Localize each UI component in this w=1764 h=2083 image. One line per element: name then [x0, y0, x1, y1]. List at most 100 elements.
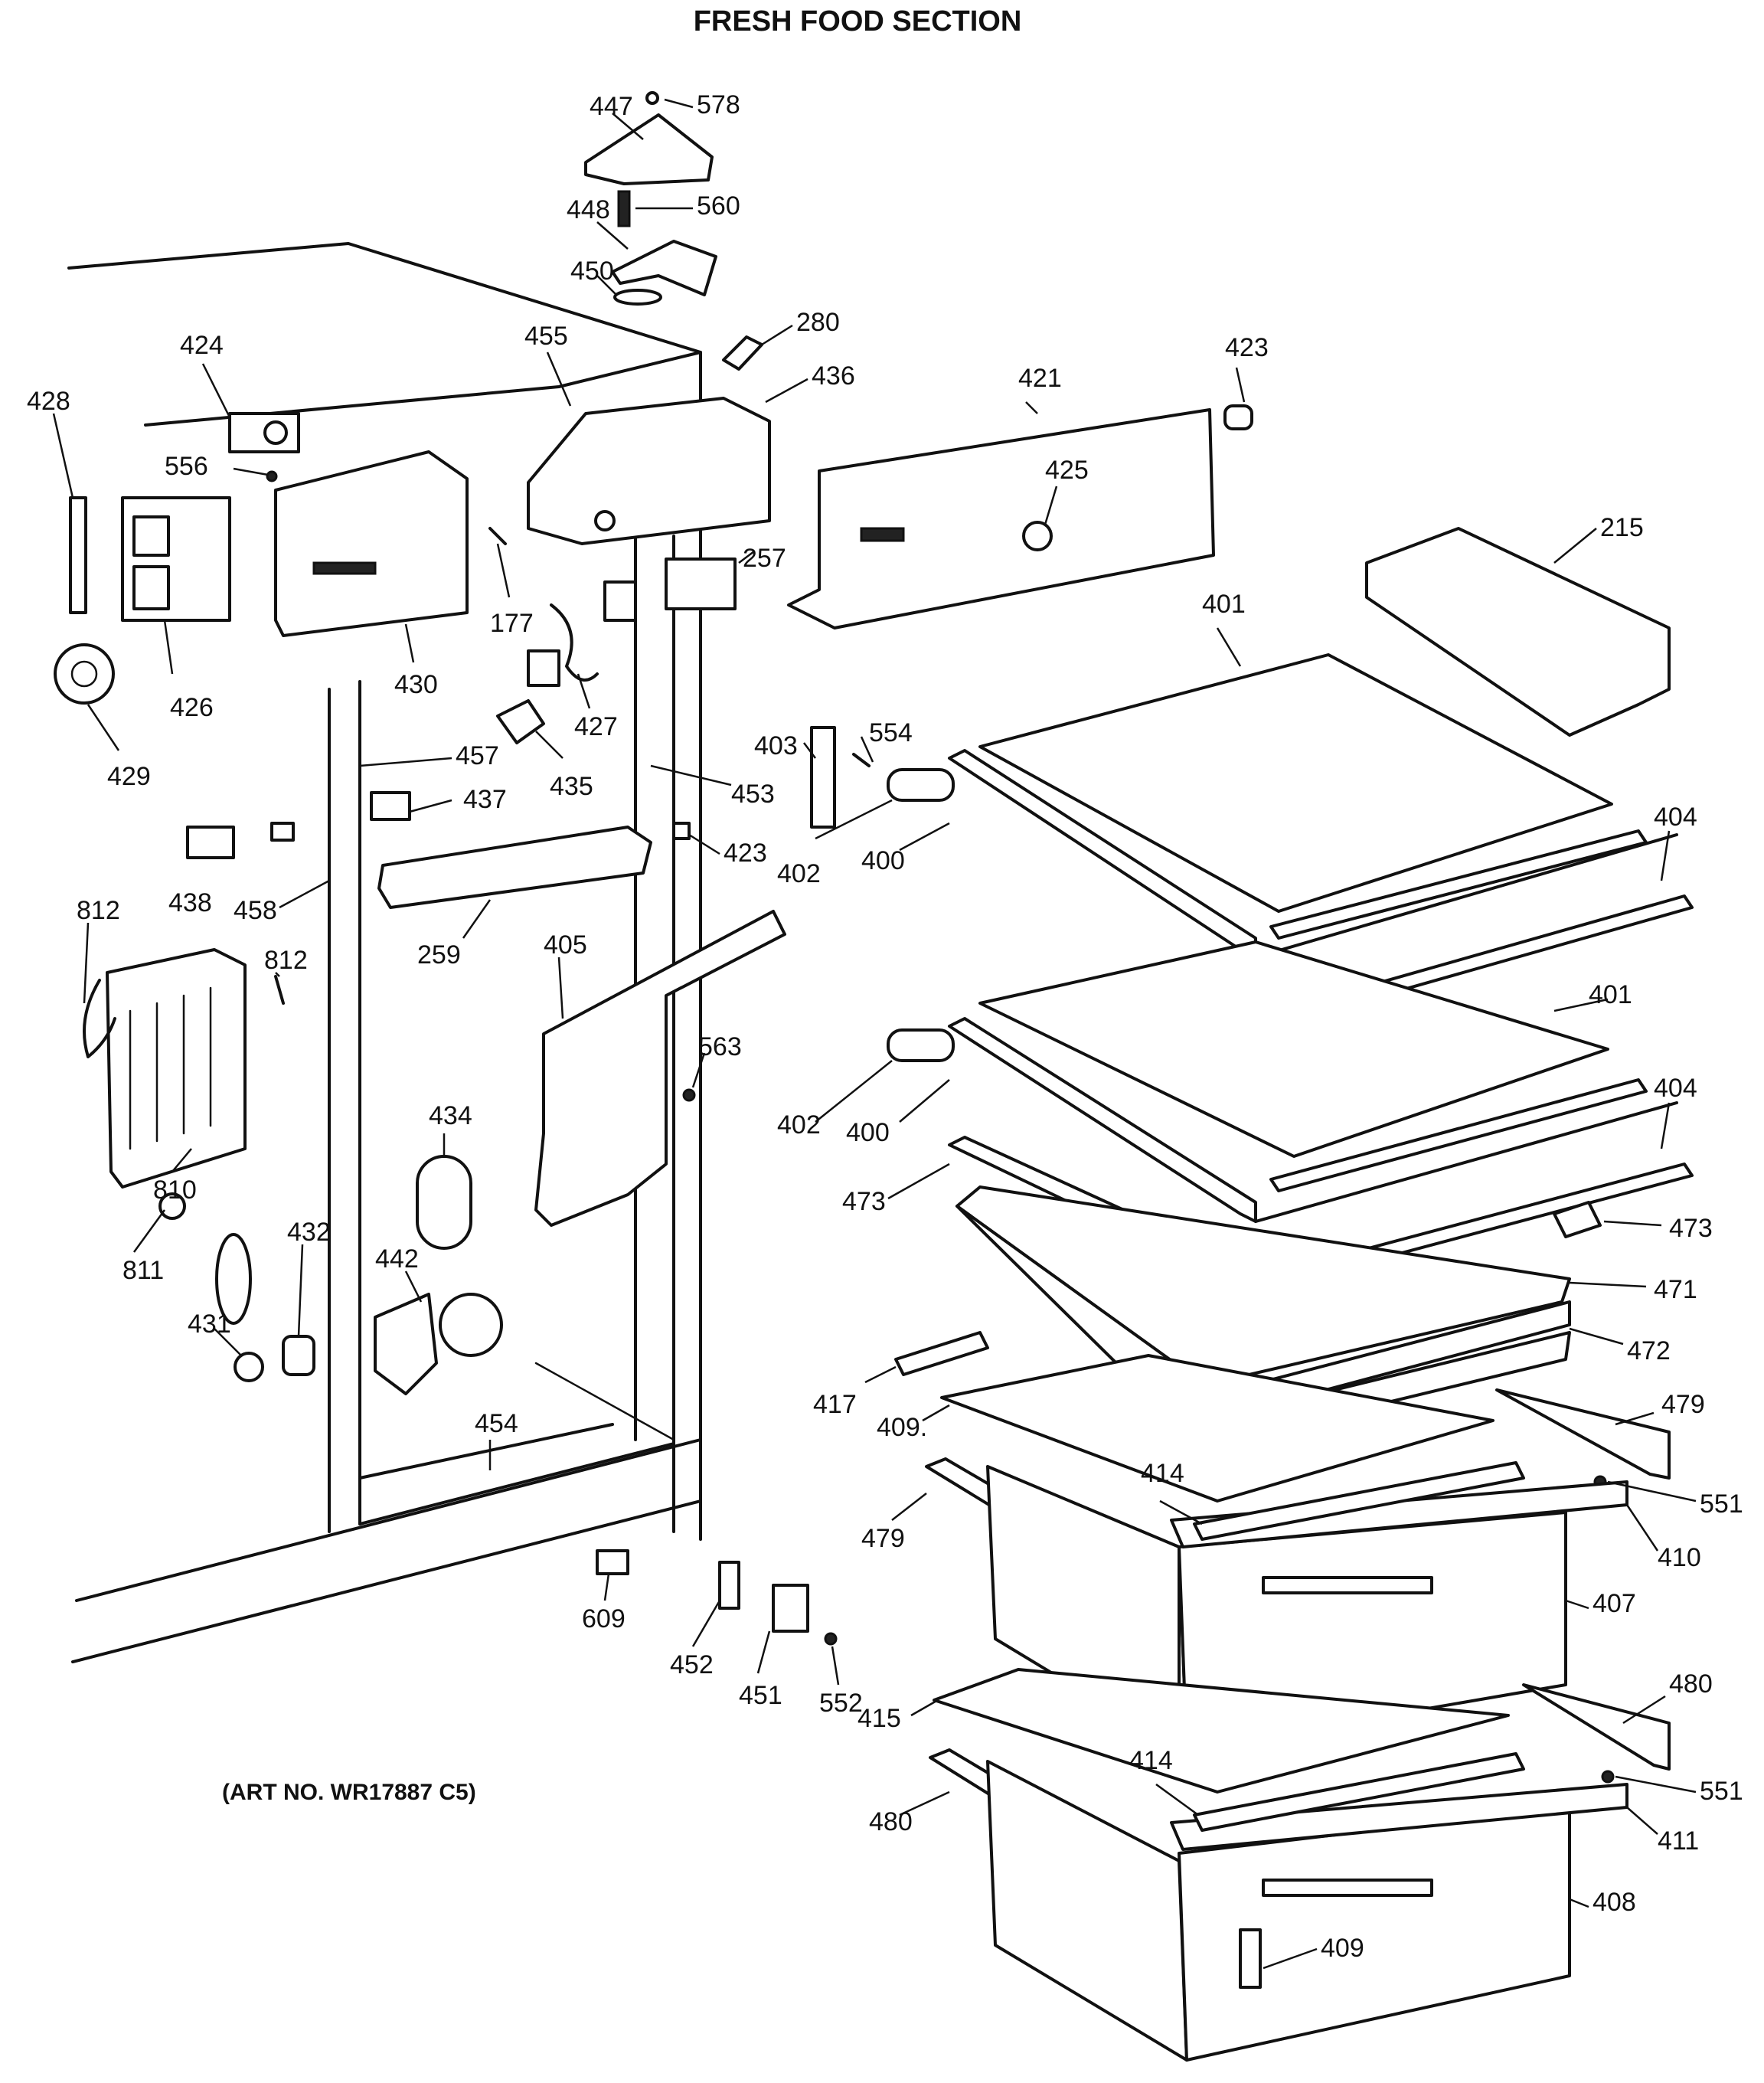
shelf-frame-400-lower: [948, 1017, 1678, 1223]
drawer-408: [986, 1760, 1571, 2062]
screw-812b: [274, 975, 285, 1005]
callout-436: 436: [812, 361, 855, 391]
callout-428: 428: [27, 387, 70, 416]
callout-473-left: 473: [842, 1187, 886, 1216]
callout-578: 578: [697, 90, 740, 119]
callout-473-right: 473: [1669, 1214, 1713, 1243]
callout-404-upper: 404: [1654, 803, 1697, 832]
hinge-448: [611, 240, 717, 296]
rail-403: [810, 726, 836, 829]
callout-405: 405: [544, 930, 587, 960]
callout-429: 429: [107, 762, 151, 791]
callout-401-upper: 401: [1202, 590, 1246, 619]
callout-415: 415: [858, 1704, 901, 1733]
callout-448: 448: [567, 195, 610, 224]
drawer-rail-479-right: [1495, 1388, 1671, 1480]
screw-554: [852, 753, 871, 767]
handle-408: [1262, 1879, 1433, 1897]
callout-423: 423: [1225, 333, 1269, 362]
callout-430: 430: [394, 670, 438, 699]
rail-417: [894, 1331, 989, 1376]
callout-435: 435: [550, 772, 593, 801]
button-438: [186, 826, 235, 859]
callout-402-upper: 402: [777, 859, 821, 888]
support-402-upper: [887, 768, 955, 802]
rail-414-lower: [1193, 1752, 1525, 1832]
callout-556: 556: [165, 452, 208, 481]
callout-479-right: 479: [1661, 1390, 1705, 1419]
art-number: (ART NO. WR17887 C5): [222, 1780, 476, 1805]
callout-417: 417: [813, 1390, 857, 1419]
callout-259: 259: [417, 940, 461, 970]
switch-437: [370, 791, 411, 821]
leader-lines: [52, 98, 1697, 1970]
divider-415: [933, 1668, 1510, 1794]
screw-551-lower: [1601, 1770, 1615, 1784]
knob-429: [54, 643, 115, 705]
screw-563: [682, 1088, 696, 1102]
thermostat-424: [228, 412, 300, 453]
callout-408: 408: [1592, 1888, 1636, 1917]
callout-432: 432: [287, 1218, 331, 1247]
callout-427: 427: [574, 712, 618, 741]
shim-450: [613, 289, 662, 306]
callout-414-lower: 414: [1129, 1746, 1173, 1775]
callout-810: 810: [153, 1176, 197, 1205]
callout-479-left: 479: [861, 1524, 905, 1553]
callout-552: 552: [819, 1689, 863, 1718]
damper-426: [121, 496, 231, 622]
damper-control-442: [374, 1293, 503, 1395]
callout-177: 177: [490, 609, 534, 638]
part-280: [722, 335, 763, 371]
callout-423-inner: 423: [724, 839, 767, 868]
callout-447: 447: [590, 92, 633, 121]
callout-401-lower: 401: [1589, 980, 1632, 1009]
light-cover-421: [787, 408, 1215, 629]
callout-421: 421: [1018, 364, 1062, 393]
trim-259: [377, 826, 652, 909]
vent-431: [215, 1233, 252, 1325]
callout-812b: 812: [264, 946, 308, 975]
callout-437: 437: [463, 785, 507, 814]
callout-812a: 812: [77, 896, 120, 925]
callout-457: 457: [456, 741, 499, 770]
callout-400-upper: 400: [861, 846, 905, 875]
bracket-473b: [1553, 1201, 1602, 1238]
clip-458: [270, 822, 295, 842]
fastener-811: [158, 1192, 186, 1220]
handle-407: [1262, 1576, 1433, 1594]
support-402-lower: [887, 1028, 955, 1062]
bushing-432: [282, 1335, 315, 1376]
callout-labels: 447 578 560 448 450 280 436 455 424 556 …: [27, 90, 1743, 1963]
callout-480-right: 480: [1669, 1669, 1713, 1699]
callout-434: 434: [429, 1101, 472, 1130]
screw-552: [824, 1632, 838, 1646]
bracket-452: [718, 1561, 740, 1610]
light-socket-435: [496, 699, 545, 744]
rail-414-upper: [1193, 1461, 1525, 1541]
callout-426: 426: [170, 693, 214, 722]
glass-shelf-401-upper: [978, 653, 1613, 913]
callout-551-lower: 551: [1700, 1777, 1743, 1806]
callout-257: 257: [743, 544, 786, 573]
callout-480-left: 480: [869, 1807, 913, 1836]
hinge-cover-447: [584, 113, 714, 185]
callout-409-lower: 409: [1321, 1934, 1364, 1963]
duct-405: [534, 910, 786, 1227]
lamp-423: [1223, 404, 1253, 430]
plug-609: [596, 1549, 629, 1575]
glass-shelf-401-lower: [978, 940, 1609, 1158]
callout-563: 563: [698, 1032, 742, 1061]
bracket-428: [69, 496, 87, 614]
clip-423-inner: [672, 822, 691, 840]
callout-438: 438: [168, 888, 212, 917]
shelf-trim-404-upper: [1269, 829, 1694, 1005]
control-housing-430: [274, 450, 469, 637]
callout-560: 560: [697, 191, 740, 221]
callout-400-lower: 400: [846, 1118, 890, 1147]
callout-442: 442: [375, 1244, 419, 1274]
callout-424: 424: [180, 331, 224, 360]
callout-471: 471: [1654, 1275, 1697, 1304]
callout-409-upper: 409.: [877, 1413, 927, 1442]
